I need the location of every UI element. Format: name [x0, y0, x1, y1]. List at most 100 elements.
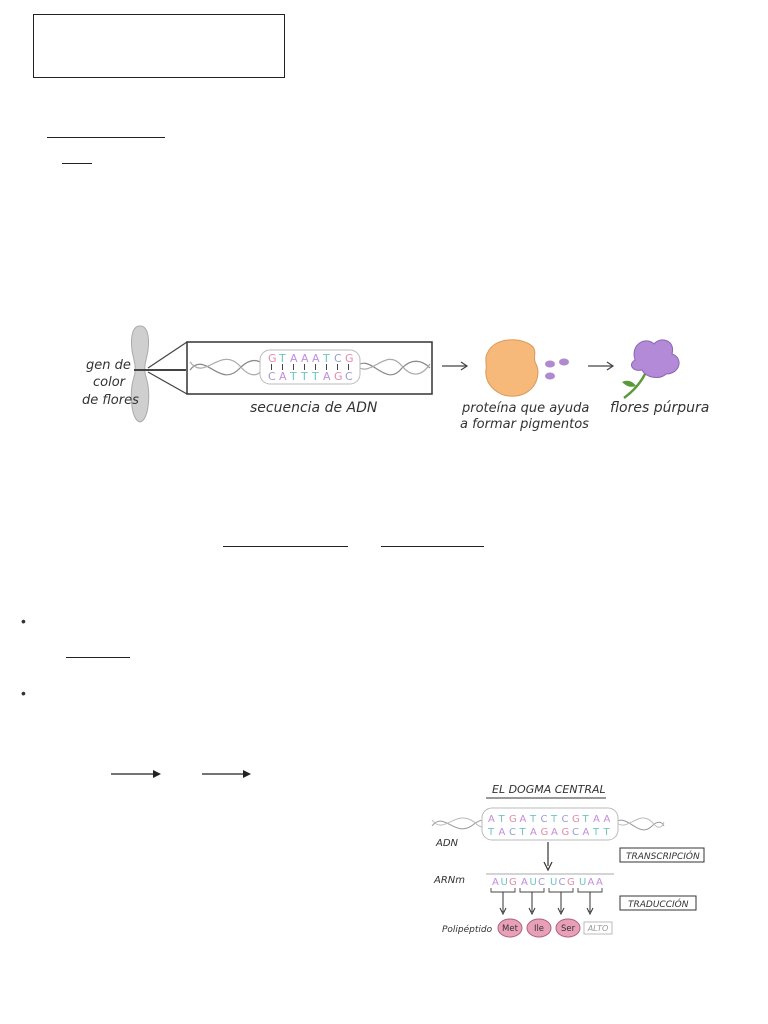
flower-icon: [631, 339, 680, 378]
dogma-base-top: A: [604, 814, 611, 825]
translation-arrowhead: [528, 907, 536, 916]
flower-caption: flores púrpura: [610, 400, 709, 416]
dogma-base-bottom: A: [551, 827, 558, 838]
dogma-base-top: T: [550, 814, 558, 825]
translation-label: TRADUCCIÓN: [628, 898, 689, 910]
pigment-dot: [545, 360, 555, 368]
dna-base-top: C: [334, 352, 342, 365]
dogma-base-bottom: G: [562, 827, 570, 838]
mrna-base: A: [521, 877, 528, 888]
mrna-base: U: [579, 877, 586, 888]
dna-base-top: A: [290, 352, 298, 365]
blank-line-5: [66, 657, 130, 658]
mrna-base: U: [501, 877, 508, 888]
protein-caption-2: a formar pigmentos: [460, 417, 589, 432]
dogma-base-top: C: [562, 814, 569, 825]
dogma-base-top: T: [529, 814, 537, 825]
dogma-base-bottom: A: [499, 827, 506, 838]
dna-caption: secuencia de ADN: [250, 400, 378, 416]
amino-acid-label: Ile: [534, 924, 544, 934]
dna-label: ADN: [435, 838, 459, 849]
dogma-base-top: A: [520, 814, 527, 825]
amino-acid-label: Ser: [561, 924, 576, 934]
dna-base-bottom: C: [345, 370, 353, 383]
translation-box: [619, 895, 697, 911]
pigment-dot: [545, 372, 555, 380]
mrna-base: C: [538, 877, 545, 888]
gene-label-3: de flores: [82, 393, 139, 408]
amino-acid-label: Met: [502, 924, 519, 934]
transcription-label: TRANSCRIPCIÓN: [626, 850, 700, 862]
title-box: [33, 14, 285, 78]
mrna-base: G: [567, 877, 575, 888]
mrna-base: A: [596, 877, 603, 888]
dna-base-top: T: [322, 352, 330, 365]
blank-line-3: [223, 546, 348, 547]
dogma-base-top: C: [541, 814, 548, 825]
dna-base-top: A: [312, 352, 320, 365]
dna-base-top: A: [301, 352, 309, 365]
codon-bracket: [490, 888, 516, 893]
translation-arrowhead: [499, 907, 507, 916]
dogma-base-bottom: T: [603, 827, 611, 838]
dogma-base-bottom: T: [519, 827, 527, 838]
transcription-box: [619, 847, 705, 863]
mrna-base: C: [559, 877, 566, 888]
dna-base-bottom: G: [334, 370, 343, 383]
protein-caption-1: proteína que ayuda: [461, 401, 589, 416]
mrna-base: U: [550, 877, 557, 888]
dogma-base-bottom: C: [572, 827, 579, 838]
gene-label-2: color: [93, 375, 127, 390]
amino-acid-bead: [526, 918, 552, 938]
blank-line-1: [47, 137, 165, 138]
blank-line-4: [381, 546, 484, 547]
dogma-base-top: T: [498, 814, 506, 825]
central-dogma-figure: EL DOGMA CENTRAL ATTAGCATTACGTACGGCTAATA…: [431, 783, 705, 938]
gene-expression-figure: gen de color de flores GCTAATATATTACGGC …: [82, 325, 709, 432]
translation-arrowhead: [586, 907, 594, 916]
dogma-base-bottom: A: [583, 827, 590, 838]
dogma-base-top: G: [509, 814, 517, 825]
chromosome-icon: [130, 325, 150, 423]
polypeptide-label: Polipéptido: [442, 924, 493, 935]
dna-base-top: G: [268, 352, 277, 365]
protein-icon: [485, 339, 539, 397]
dogma-base-top: A: [488, 814, 495, 825]
dna-base-top: T: [278, 352, 286, 365]
stop-box: [583, 921, 613, 935]
amino-acid-bead: [497, 918, 523, 938]
amino-acid-bead: [555, 918, 581, 938]
dogma-title: EL DOGMA CENTRAL: [492, 783, 606, 796]
pigment-dot: [559, 358, 569, 366]
bullet-2: •: [21, 685, 26, 701]
dna-base-bottom: C: [268, 370, 276, 383]
dogma-base-top: A: [593, 814, 600, 825]
dogma-base-bottom: A: [530, 827, 537, 838]
dna-base-bottom: T: [300, 370, 308, 383]
dna-base-bottom: A: [323, 370, 331, 383]
mrna-base: A: [588, 877, 595, 888]
codon-bracket: [577, 888, 603, 893]
mrna-base: G: [509, 877, 517, 888]
stem: [623, 373, 647, 399]
polypeptide-chain: Met Ile Ser ALTO: [497, 918, 613, 938]
mrna-base: U: [530, 877, 537, 888]
dogma-base-bottom: G: [541, 827, 549, 838]
dna-base-top: G: [345, 352, 354, 365]
translation-arrowhead: [557, 907, 565, 916]
mrna-label: ARNm: [433, 875, 465, 886]
codon-bracket: [548, 888, 574, 893]
dogma-base-bottom: C: [509, 827, 516, 838]
dogma-base-bottom: T: [487, 827, 495, 838]
dogma-base-top: G: [572, 814, 580, 825]
mrna-base: A: [492, 877, 499, 888]
gene-label-1: gen de: [86, 358, 131, 373]
bullet-1: •: [21, 613, 26, 629]
stop-label: ALTO: [587, 924, 609, 933]
dna-base-bottom: T: [289, 370, 297, 383]
flow-arrows: [111, 770, 251, 778]
dna-base-bottom: T: [311, 370, 319, 383]
